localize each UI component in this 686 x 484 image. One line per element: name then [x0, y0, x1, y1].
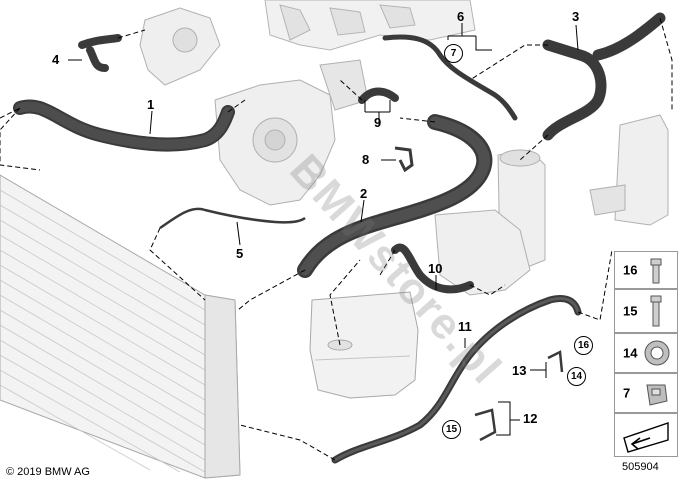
pipe-6 — [382, 34, 518, 121]
dashed-leaders — [0, 17, 673, 461]
hose-9 — [358, 87, 399, 104]
callout-6: 6 — [457, 9, 465, 24]
legend-item-7: 7 — [614, 373, 678, 413]
radiator — [0, 174, 241, 479]
callout-3: 3 — [572, 9, 580, 24]
callout-5: 5 — [236, 246, 244, 261]
callout-12: 12 — [523, 411, 538, 426]
water-pump-top — [139, 7, 221, 86]
pipe-11 — [331, 295, 582, 464]
callout-4: 4 — [52, 52, 60, 67]
circled-ref-16: 16 — [574, 336, 593, 355]
callout-11: 11 — [458, 319, 472, 334]
hose-4 — [78, 34, 122, 72]
hose-10 — [391, 243, 474, 294]
heat-exchanger — [434, 209, 531, 296]
engine-block — [264, 0, 476, 51]
circled-ref-7: 7 — [444, 44, 463, 63]
circled-ref-15: 15 — [442, 420, 461, 439]
callout-10: 10 — [428, 261, 443, 276]
hose-3 — [542, 12, 666, 141]
callout-13: 13 — [512, 363, 527, 378]
circled-ref-14: 14 — [567, 367, 586, 386]
callout-2: 2 — [360, 186, 368, 201]
callout-1: 1 — [147, 97, 155, 112]
legend-reference — [614, 413, 678, 457]
legend-number: 7 — [623, 385, 631, 401]
thermostat-housing — [214, 59, 369, 206]
bracket-8 — [394, 146, 414, 173]
legend-number: 16 — [623, 262, 638, 278]
line-5 — [159, 207, 306, 230]
bracket-12 — [474, 408, 497, 442]
copyright-text: © 2019 BMW AG — [6, 466, 90, 478]
legend-item-16: 16 — [614, 251, 678, 289]
legend-number: 14 — [623, 345, 638, 361]
callout-9: 9 — [374, 115, 382, 130]
diagram-number: 505904 — [622, 461, 659, 473]
legend-item-14: 14 — [614, 333, 678, 373]
callout-8: 8 — [362, 152, 370, 167]
hose-1 — [13, 99, 235, 152]
callout-leaders — [68, 23, 579, 436]
legend-item-15: 15 — [614, 289, 678, 333]
bracket-13 — [547, 350, 564, 373]
oil-cooler-right — [589, 114, 669, 226]
legend-number: 15 — [623, 303, 638, 319]
hose-2 — [297, 114, 493, 278]
